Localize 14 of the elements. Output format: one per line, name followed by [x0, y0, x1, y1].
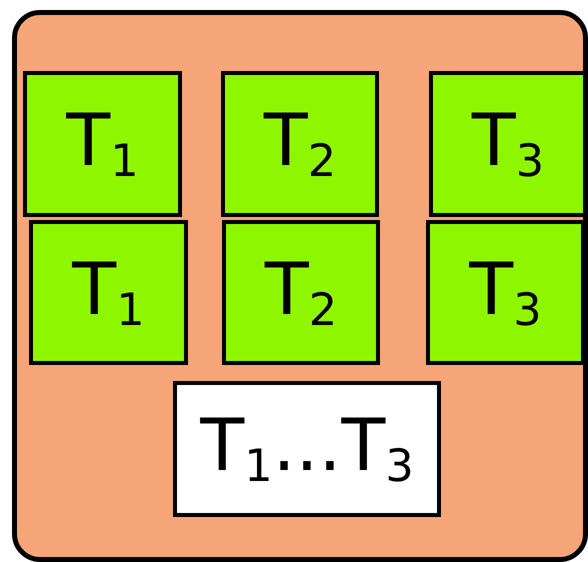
task-box [426, 220, 585, 365]
task-label: T$_{3}$ [472, 104, 544, 184]
task-label: T$_{1}$ [66, 104, 139, 184]
task-label: T$_{2}$ [264, 104, 336, 184]
task-box [23, 71, 182, 217]
range-box [173, 381, 441, 517]
task-label: T$_{3}$ [469, 252, 542, 332]
task-box [29, 220, 188, 365]
task-label: T$_{1}$...T$_{3}$ [200, 409, 414, 489]
task-box [222, 220, 380, 365]
panel-background [12, 10, 588, 562]
task-label: T$_{2}$ [264, 252, 338, 332]
task-box [221, 71, 379, 217]
task-label: T$_{1}$ [72, 252, 145, 332]
